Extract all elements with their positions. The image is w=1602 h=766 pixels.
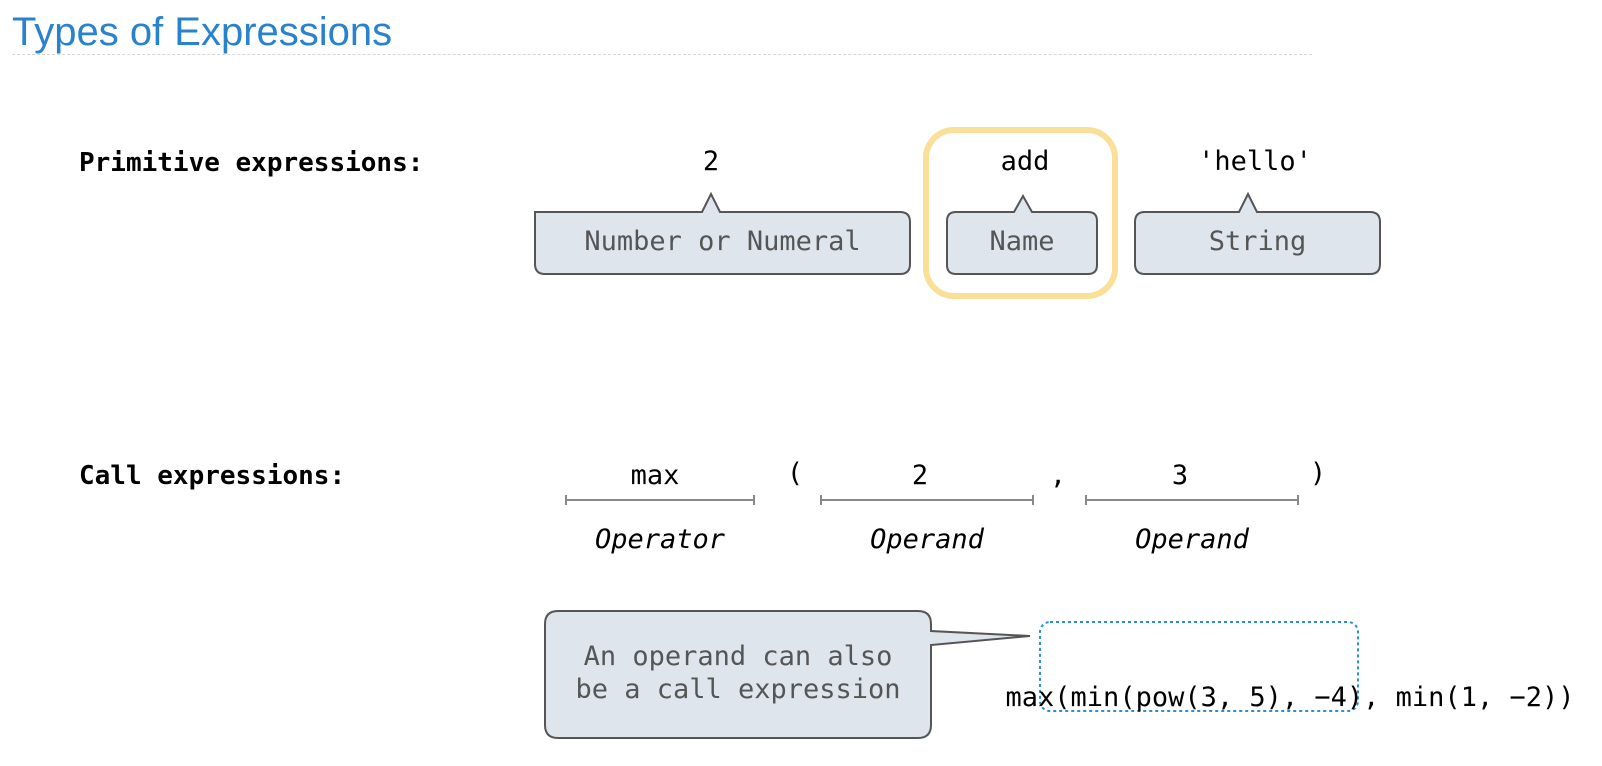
operand-note-bubble	[544, 610, 1031, 739]
name-expression: add	[1000, 146, 1050, 177]
operand1-role-label: Operand	[870, 524, 984, 555]
title-divider	[12, 54, 1312, 55]
primitive-expressions-label: Primitive expressions:	[79, 148, 424, 178]
call-expressions-label: Call expressions:	[79, 461, 346, 491]
operand2-bracket	[1085, 495, 1299, 505]
close-paren-token: )	[1309, 458, 1327, 489]
operand1-bracket	[820, 495, 1034, 505]
page-title: Types of Expressions	[12, 10, 393, 54]
name-bubble	[946, 193, 1098, 275]
string-bubble	[1134, 191, 1381, 275]
nested-call-box	[1039, 621, 1359, 712]
operand1-token: 2	[911, 460, 929, 491]
name-highlight	[923, 127, 1118, 299]
number-expression: 2	[702, 146, 720, 177]
operator-role-label: Operator	[594, 524, 726, 555]
operand2-token: 3	[1171, 460, 1189, 491]
comma-token: ,	[1049, 460, 1067, 491]
string-expression: 'hello'	[1198, 146, 1312, 177]
operand-note-line2: be a call expression	[575, 674, 901, 705]
nested-suffix: , min(1, −2))	[1363, 682, 1575, 713]
number-kind-label: Number or Numeral	[584, 226, 861, 257]
string-kind-label: String	[1208, 226, 1307, 257]
open-paren-token: (	[786, 458, 804, 489]
operator-bracket	[565, 495, 755, 505]
nested-prefix: max(	[1005, 682, 1071, 713]
name-kind-label: Name	[989, 226, 1055, 257]
number-bubble	[534, 191, 911, 275]
nested-call-expression: max(min(pow(3, 5), −4), min(1, −2))	[973, 651, 1575, 713]
operator-token: max	[630, 460, 680, 491]
nested-inner-call: min(pow(3, 5), −4)	[1070, 682, 1364, 713]
operand2-role-label: Operand	[1135, 524, 1249, 555]
operand-note-line1: An operand can also	[583, 641, 893, 672]
